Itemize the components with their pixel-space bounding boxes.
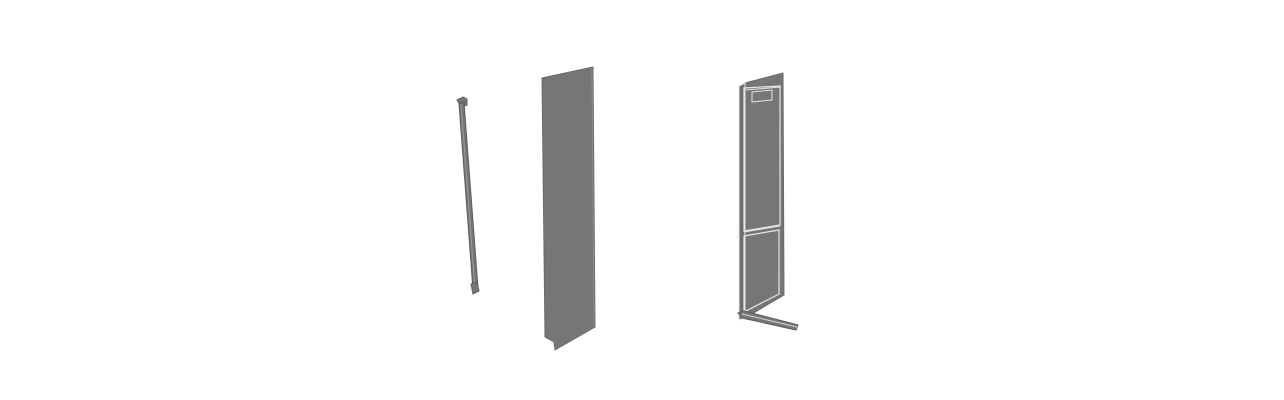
fridge-top-hinge: [751, 89, 773, 103]
refrigerator-body-part: [737, 72, 799, 331]
handle-bar: [458, 101, 479, 291]
door-panel-face: [541, 66, 596, 351]
handle-bar-highlight: [460, 103, 476, 290]
door-panel-edge: [591, 67, 595, 327]
fridge-divider: [743, 225, 781, 233]
handle-bottom-bracket: [470, 281, 480, 295]
door-handle-part: [456, 96, 480, 295]
fridge-kick-plate-highlight: [741, 313, 798, 328]
fridge-upper-compartment: [743, 85, 781, 232]
door-panel-part: [541, 66, 596, 351]
fridge-lower-compartment: [743, 229, 780, 313]
fridge-top-rail: [745, 86, 782, 91]
fridge-side-face: [744, 72, 785, 319]
